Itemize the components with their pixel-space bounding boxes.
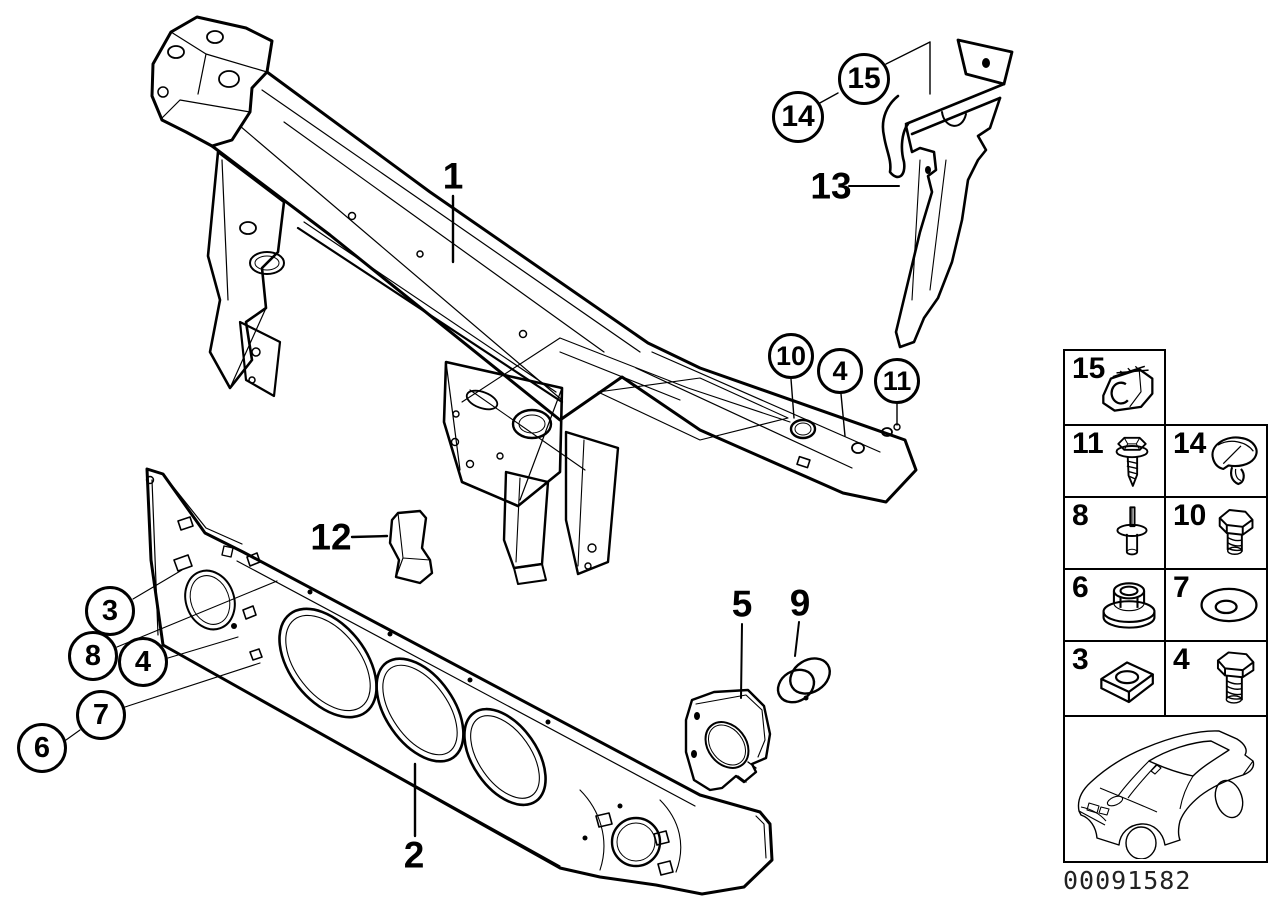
legend-cell-11[interactable]: 11 [1063,424,1166,498]
legend-cell-6[interactable]: 6 [1063,568,1166,642]
callout-circle-14[interactable]: 14 [772,91,824,143]
legend-num-3: 3 [1072,643,1089,676]
expanding-plug-icon [1202,428,1264,494]
legend-cell-7[interactable]: 7 [1164,568,1268,642]
vehicle-box [1063,715,1268,863]
leader-lines [65,41,931,838]
callout-circle-15[interactable]: 15 [838,53,890,105]
legend-num-7: 7 [1173,571,1190,604]
legend-num-15: 15 [1072,352,1106,385]
callout-9[interactable]: 9 [789,582,811,624]
part-1-upper-frame [150,15,918,585]
callout-circle-6[interactable]: 6 [17,723,67,773]
callout-13[interactable]: 13 [810,165,852,207]
legend-cell-4[interactable]: 4 [1164,640,1268,717]
blind-rivet-icon [1102,499,1162,567]
part-2-lower-panel [145,467,774,896]
legend-num-4: 4 [1173,643,1190,676]
spring-clip-icon [1092,356,1158,420]
callout-circle-7[interactable]: 7 [76,690,126,740]
callout-2[interactable]: 2 [403,834,425,876]
part-5-mounting-plate [684,688,772,792]
part-12-bracket [388,509,434,585]
callout-5[interactable]: 5 [731,583,753,625]
diagram-part-code: 00091582 [1063,866,1192,895]
legend-num-8: 8 [1072,499,1089,532]
callout-circle-4-left[interactable]: 4 [118,637,168,687]
legend-cell-3[interactable]: 3 [1063,640,1166,717]
washer-icon [1194,575,1264,635]
legend-cell-10[interactable]: 10 [1164,496,1268,570]
callout-circle-10[interactable]: 10 [768,333,814,379]
bmw-coupe-icon [1067,719,1264,859]
callout-1[interactable]: 1 [442,155,464,197]
legend-cell-8[interactable]: 8 [1063,496,1166,570]
self-tapping-screw-icon [1102,428,1162,494]
legend-num-14: 14 [1173,427,1207,460]
callout-circle-11[interactable]: 11 [874,358,920,404]
legend-cell-15[interactable]: 15 [1063,349,1166,426]
callout-circle-3[interactable]: 3 [85,586,135,636]
callout-circle-4-mid[interactable]: 4 [817,348,863,394]
callout-circle-8[interactable]: 8 [68,631,118,681]
legend-num-11: 11 [1072,427,1104,460]
legend-cell-14[interactable]: 14 [1164,424,1268,498]
callout-12[interactable]: 12 [310,516,352,558]
hex-bolt-short-icon [1202,500,1264,566]
legend-num-6: 6 [1072,571,1089,604]
part-13-side-bracket [881,38,1014,349]
square-nut-icon [1094,647,1162,711]
hex-bolt-icon [1202,644,1264,714]
part-9-bushing [776,657,831,704]
legend-num-10: 10 [1173,499,1207,532]
flange-nut-icon [1096,573,1162,637]
